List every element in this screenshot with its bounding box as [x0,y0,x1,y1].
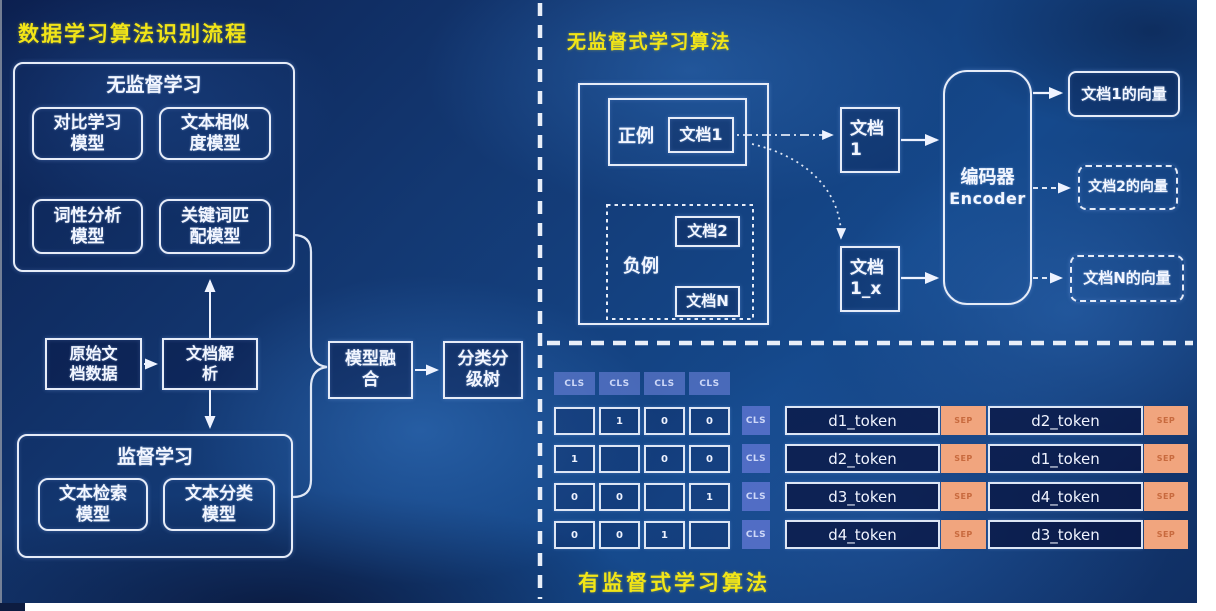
cls-chip: CLS [644,372,685,395]
cls-chip: CLS [554,372,595,395]
vectorN-box: 文档N的向量 [1070,255,1184,302]
matrix-cell: 0 [644,445,685,473]
supervised-group-title: 监督学习 [116,446,193,468]
sep-chip: SEP [1144,482,1188,511]
connector-lines [144,3,1193,599]
unsupervised-group-box [13,62,295,272]
matrix-cell [644,483,685,511]
token-box: d3_token [785,482,940,511]
left-edge-strip [0,0,2,603]
matrix-cell: 1 [554,445,595,473]
right-bottom-title: 有监督式学习算法 [578,571,770,595]
positive-box [608,98,747,166]
matrix-cell [599,445,640,473]
model-box-pos-analysis: 词性分析模型 [32,199,143,254]
positive-label: 正例 [618,126,654,147]
vector1-box: 文档1的向量 [1068,71,1180,117]
matrix-cell: 1 [644,521,685,549]
cls-chip: CLS [742,444,770,473]
cls-chip: CLS [689,372,730,395]
negative-box-border [606,204,754,320]
model-box-contrastive: 对比学习模型 [32,107,143,160]
sep-chip: SEP [941,406,986,435]
sep-chip: SEP [1144,444,1188,473]
matrix-cell: 0 [554,483,595,511]
cls-chip: CLS [599,372,640,395]
slide-background: 数据学习算法识别流程 无监督学习 对比学习模型 文本相似度模型 词性分析模型 关… [0,0,1197,603]
cls-chip: CLS [742,482,770,511]
matrix-cell: 0 [644,407,685,435]
token-box: d1_token [988,444,1143,473]
token-box: d4_token [785,520,940,549]
model-box-text-classify: 文本分类模型 [163,478,275,531]
cls-chip: CLS [742,520,770,549]
matrix-cell: 1 [689,483,730,511]
right-top-title: 无监督式学习算法 [567,31,732,53]
bottom-left-corner-patch [0,603,25,611]
matrix-cell: 0 [599,521,640,549]
unsupervised-group-title: 无监督学习 [106,74,202,96]
matrix-cell: 0 [599,483,640,511]
model-box-text-similarity: 文本相似度模型 [159,107,271,160]
token-box: d3_token [988,520,1143,549]
sep-chip: SEP [1144,520,1188,549]
matrix-cell: 0 [554,521,595,549]
matrix-cell: 0 [689,407,730,435]
sep-chip: SEP [941,444,986,473]
doc1-small-box: 文档1 [668,117,734,153]
sep-chip: SEP [1144,406,1188,435]
doc-parse-box: 文档解析 [162,338,258,390]
matrix-cell: 1 [599,407,640,435]
matrix-cell [554,407,595,435]
token-box: d2_token [988,406,1143,435]
token-box: d4_token [988,482,1143,511]
model-box-text-retrieval: 文本检索模型 [38,478,148,531]
sep-chip: SEP [941,520,986,549]
raw-doc-data-box: 原始文档数据 [45,338,142,390]
token-box: d1_token [785,406,940,435]
model-box-keyword-match: 关键词匹配模型 [159,199,271,254]
doc2-small-box: 文档2 [675,216,740,247]
brace-connector [292,233,328,499]
model-fusion-box: 模型融合 [328,341,413,399]
negative-label: 负例 [623,256,659,277]
sample-group-box [578,83,769,325]
matrix-cell: 0 [689,445,730,473]
matrix-cell [689,521,730,549]
token-box: d2_token [785,444,940,473]
docN-small-box: 文档N [675,286,740,317]
cls-chip: CLS [742,406,770,435]
classification-tree-box: 分类分级树 [443,341,523,399]
vector2-box: 文档2的向量 [1078,165,1178,210]
left-section-title: 数据学习算法识别流程 [18,22,248,46]
sep-chip: SEP [941,482,986,511]
supervised-group-box [17,434,293,558]
